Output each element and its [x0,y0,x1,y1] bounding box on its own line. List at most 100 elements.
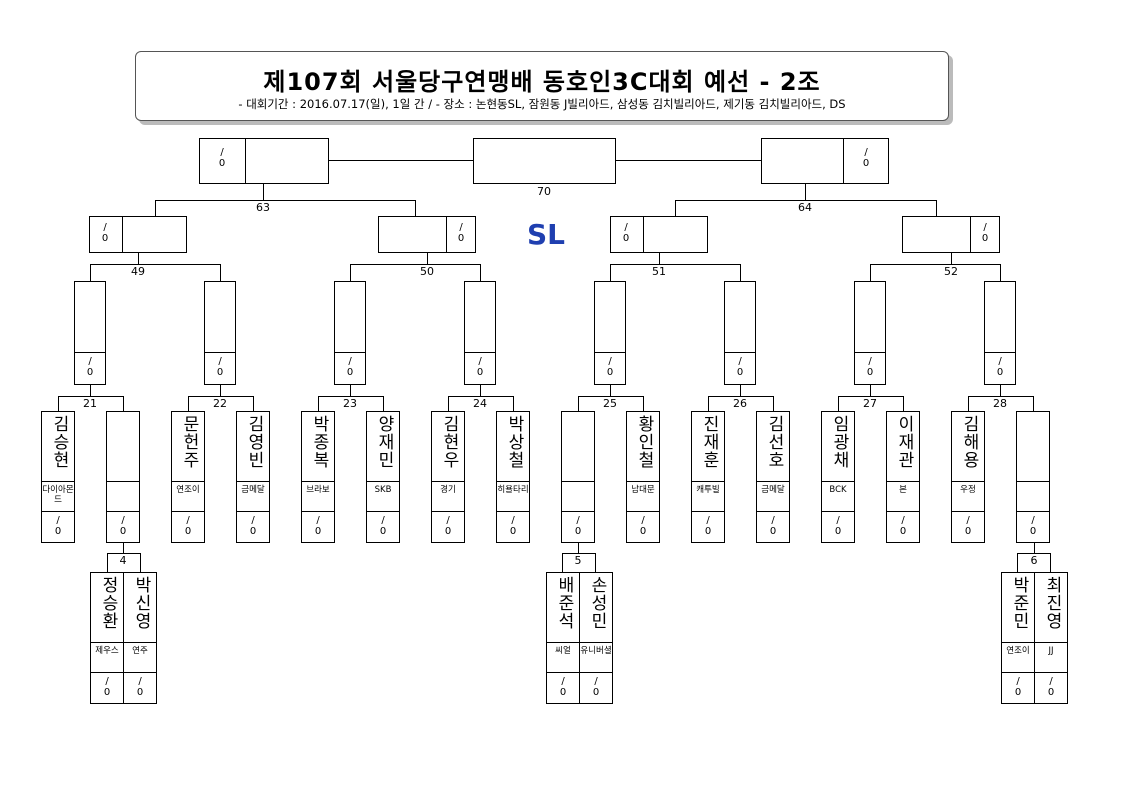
bracket-line [595,553,596,573]
score-value: 0 [899,526,907,537]
bracket-line [513,396,514,412]
score-slash: / [218,356,222,367]
bracket-line [90,672,124,673]
bracket-line [659,253,660,265]
player-card [756,411,790,543]
player-score: /0 [243,515,263,539]
score-slash: / [316,515,320,526]
player-club: 연주 [132,646,148,656]
bracket-line [579,672,613,673]
score-value: 0 [136,687,144,698]
bracket-line [1001,642,1035,643]
player-card [1001,572,1035,704]
bracket-line [821,511,855,512]
score-value: 0 [834,526,842,537]
bracket-line [220,385,221,397]
match-number: 51 [652,265,666,278]
score-value: 0 [639,526,647,537]
bracket-line [123,672,157,673]
score-value: 0 [964,526,972,537]
match-slot [204,281,236,385]
bracket-line [431,481,465,482]
score-slash: / [459,222,463,233]
player-name: 박종복 [309,415,329,469]
match-number: 50 [420,265,434,278]
score-value: 0 [704,526,712,537]
player-club: 경기 [440,485,456,495]
player-name: 김승현 [49,415,69,469]
bracket-line [740,385,741,397]
player-score: /0 [113,515,133,539]
player-score: /0 [503,515,523,539]
bracket-line [708,396,709,412]
score-slash: / [1049,676,1053,687]
score-value: 0 [119,526,127,537]
bracket-line [480,264,481,282]
player-score: /0 [130,676,150,700]
player-score: /0 [1023,515,1043,539]
bracket-line [1016,481,1050,482]
score-value: 0 [103,687,111,698]
player-score: /0 [97,676,117,700]
bracket-line [236,511,270,512]
match-number: 5 [574,554,582,567]
bracket-line [245,138,246,184]
bracket-line [350,385,351,397]
player-name: 최진영 [1042,576,1062,630]
player-club: 우정 [960,485,976,495]
player-name [1022,415,1044,479]
match-slot [334,281,366,385]
player-card [431,411,465,543]
bracket-line [821,481,855,482]
match-slot [594,281,626,385]
match-number: 70 [537,185,551,198]
match-number: 49 [131,265,145,278]
match-slot [464,281,496,385]
bracket-line [610,264,611,282]
player-card [496,411,530,543]
bracket-line [90,264,91,282]
player-name: 박상철 [504,415,524,469]
bracket-line [886,511,920,512]
bracket-line [740,264,741,282]
bracket-line [188,396,189,412]
score-value: 0 [314,526,322,537]
bracket-line [90,642,124,643]
bracket-line [496,481,530,482]
score-value: 0 [249,526,257,537]
bracket-line [675,200,676,217]
player-score: /0 [373,515,393,539]
bracket-line [756,481,790,482]
match-score: /0 [856,147,876,171]
bracket-line [301,481,335,482]
score-value: 0 [1029,526,1037,537]
score-slash: / [608,356,612,367]
match-number: 25 [603,397,617,410]
player-club: 금메달 [761,485,785,495]
match-score: /0 [340,356,360,380]
bracket-line [106,481,140,482]
player-name [567,415,589,479]
score-slash: / [561,676,565,687]
score-slash: / [121,515,125,526]
bracket-line [431,511,465,512]
player-name: 박신영 [131,576,151,630]
bracket-line [854,352,886,353]
bracket-line [951,253,952,265]
player-card [951,411,985,543]
score-slash: / [348,356,352,367]
bracket-line [691,481,725,482]
player-name: 김해용 [959,415,979,469]
bracket-line [708,396,774,397]
bracket-line [838,396,904,397]
match-slot [610,216,708,253]
score-value: 0 [559,687,567,698]
bracket-line [415,200,416,217]
score-value: 0 [218,158,226,169]
score-slash: / [624,222,628,233]
player-card [171,411,205,543]
bracket-line [1034,543,1035,554]
bracket-line [546,672,580,673]
match-slot [854,281,886,385]
player-score: /0 [763,515,783,539]
